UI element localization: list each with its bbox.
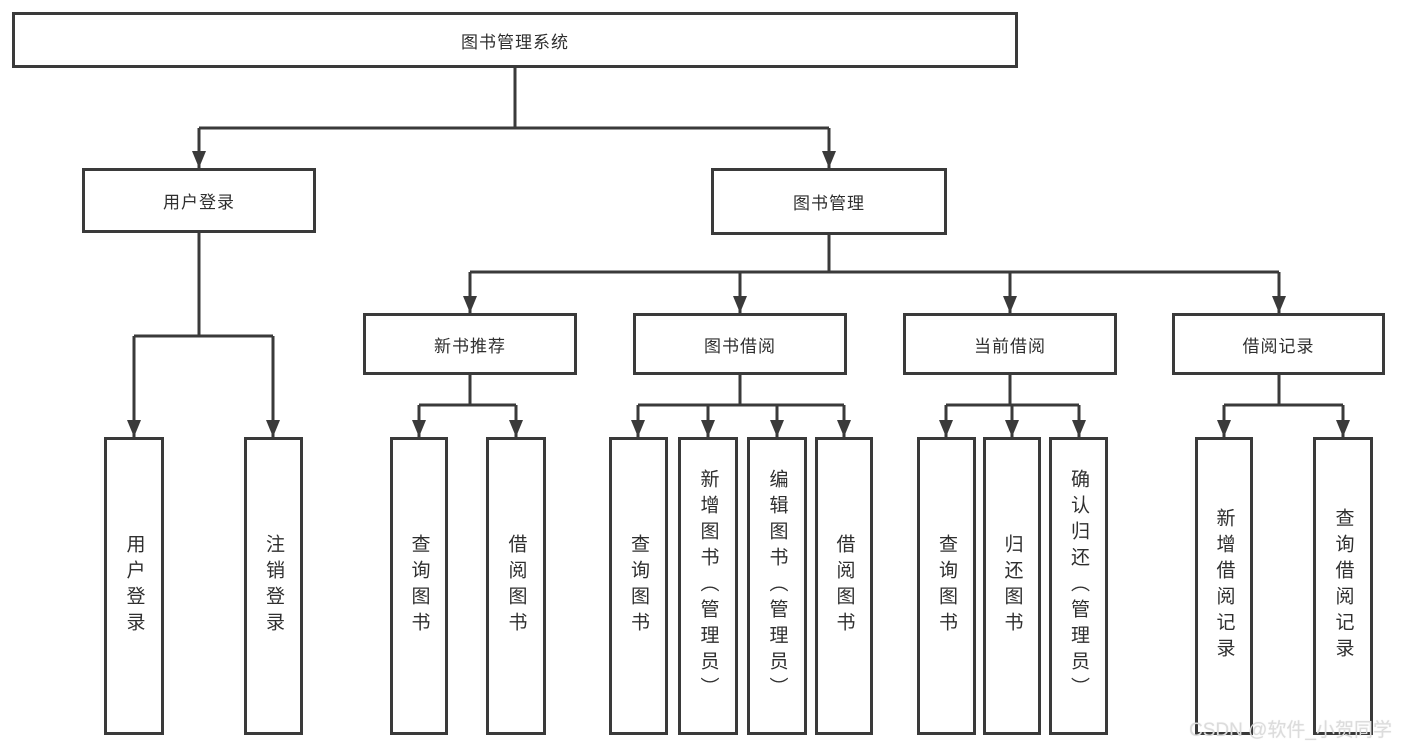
leaf-query-books-b: 查询图书 (609, 437, 668, 735)
node-user-login: 用户登录 (82, 168, 316, 233)
leaf-label: 新增图书（管理员） (697, 469, 719, 703)
leaf-edit-books-admin: 编辑图书（管理员） (747, 437, 807, 735)
node-label: 新书推荐 (434, 336, 506, 356)
leaf-label: 确认归还（管理员） (1068, 469, 1089, 703)
node-current-borrow: 当前借阅 (903, 313, 1117, 375)
leaf-label: 归还图书 (1001, 534, 1023, 638)
leaf-query-borrow-record: 查询借阅记录 (1313, 437, 1373, 735)
leaf-label: 查询图书 (628, 534, 649, 638)
csdn-watermark: CSDN @软件_小贺同学 (1189, 720, 1392, 741)
leaf-query-books-a: 查询图书 (390, 437, 448, 735)
leaf-label: 新增借阅记录 (1213, 508, 1235, 664)
leaf-user-login: 用户登录 (104, 437, 164, 735)
node-label: 借阅记录 (1242, 336, 1315, 356)
node-label: 图书管理 (793, 194, 865, 213)
leaf-label: 借阅图书 (833, 534, 855, 638)
node-label: 用户登录 (163, 193, 235, 212)
node-label: 当前借阅 (974, 336, 1046, 356)
node-borrow-records: 借阅记录 (1172, 313, 1385, 375)
node-label: 图书管理系统 (461, 32, 569, 52)
leaf-confirm-return-admin: 确认归还（管理员） (1049, 437, 1108, 735)
node-new-book-recommend: 新书推荐 (363, 313, 577, 375)
leaf-borrow-books-b: 借阅图书 (815, 437, 873, 735)
leaf-add-books-admin: 新增图书（管理员） (678, 437, 738, 735)
leaf-add-borrow-record: 新增借阅记录 (1195, 437, 1253, 735)
node-book-borrow: 图书借阅 (633, 313, 847, 375)
leaf-label: 借阅图书 (505, 534, 527, 638)
node-label: 图书借阅 (704, 336, 776, 356)
leaf-label: 查询图书 (408, 534, 430, 638)
leaf-borrow-books-a: 借阅图书 (486, 437, 546, 735)
leaf-label: 注销登录 (263, 534, 284, 638)
leaf-label: 查询图书 (936, 534, 957, 638)
leaf-label: 编辑图书（管理员） (766, 469, 788, 703)
leaf-label: 用户登录 (123, 534, 145, 638)
node-system-root: 图书管理系统 (12, 12, 1018, 68)
leaf-return-books: 归还图书 (983, 437, 1041, 735)
leaf-query-books-c: 查询图书 (917, 437, 976, 735)
leaf-label: 查询借阅记录 (1332, 508, 1354, 664)
node-book-management: 图书管理 (711, 168, 947, 235)
leaf-logout: 注销登录 (244, 437, 303, 735)
